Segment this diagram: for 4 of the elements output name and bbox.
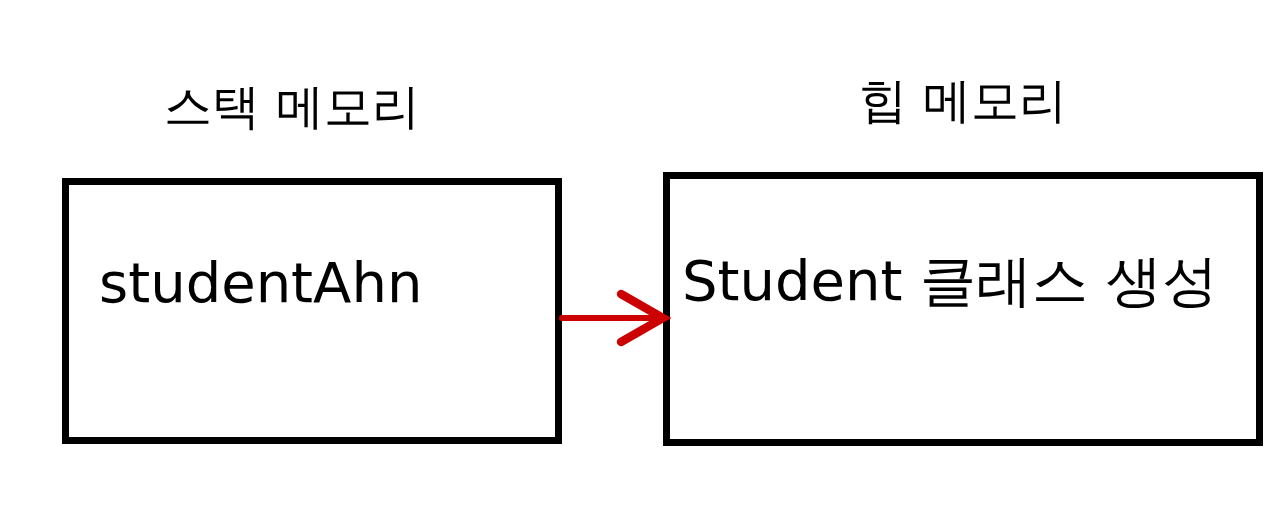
heading: 힙 메모리 <box>858 71 1068 130</box>
box-text: studentAhn <box>99 250 423 315</box>
box-text: Student 클래스 생성 <box>682 247 1219 315</box>
heading: 스택 메모리 <box>163 77 421 136</box>
